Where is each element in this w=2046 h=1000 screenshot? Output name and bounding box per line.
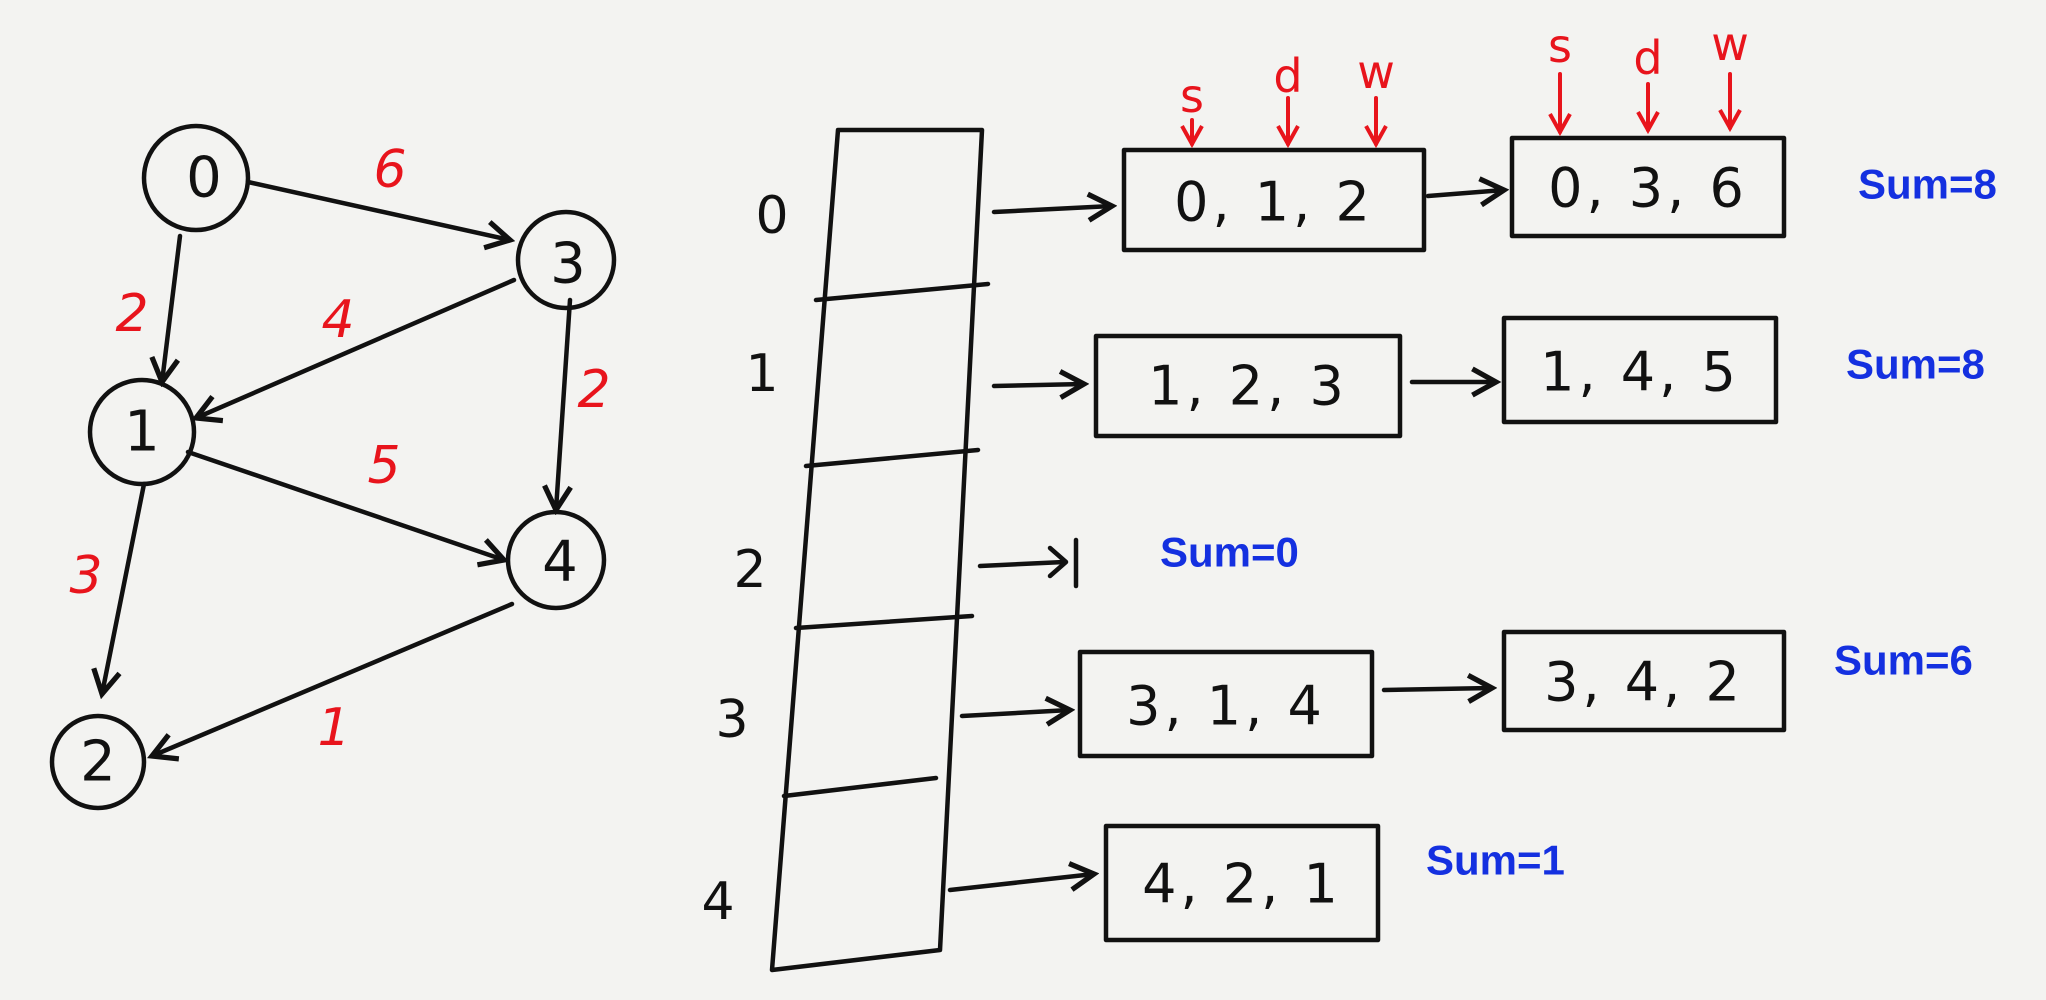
node-2-label: 2 xyxy=(80,730,116,795)
pointer-row-0 xyxy=(991,206,1112,212)
weight-1-2: 3 xyxy=(69,546,102,606)
edge-3-4 xyxy=(556,297,570,510)
col-head-d-2: d xyxy=(1633,31,1662,85)
array-index-2: 2 xyxy=(733,540,766,600)
pointer-row-3 xyxy=(959,710,1070,716)
pointer-row-2 xyxy=(977,559,1067,569)
weight-3-4: 2 xyxy=(577,360,610,420)
weight-3-1: 4 xyxy=(321,290,354,350)
graph-node-3: 3 xyxy=(515,209,617,311)
column-headers: s d w s d w xyxy=(1180,17,1749,144)
array-divider-2 xyxy=(803,447,981,469)
node-0-label: 0 xyxy=(186,146,222,211)
sum-row-0: Sum=8 xyxy=(1858,161,1997,208)
edge-0-1 xyxy=(162,233,183,382)
array-index-3: 3 xyxy=(715,690,748,750)
col-head-w-2: w xyxy=(1711,17,1749,71)
null-arrowhead xyxy=(1047,545,1069,579)
array-outline xyxy=(769,127,985,973)
list-node-3-0-text: 3, 1, 4 xyxy=(1126,675,1326,738)
list-node-0-1-text: 0, 3, 6 xyxy=(1548,157,1748,220)
edge-4-2 xyxy=(152,601,515,756)
list-node-1-0 xyxy=(1093,333,1403,439)
adjacency-array: 0 1 2 3 4 xyxy=(701,127,991,973)
weight-0-1: 2 xyxy=(115,284,148,344)
pointer-row-4 xyxy=(947,874,1094,893)
list-node-3-1 xyxy=(1501,629,1787,733)
list-node-1-1-text: 1, 4, 5 xyxy=(1540,341,1740,404)
list-node-4-0-text: 4, 2, 1 xyxy=(1142,853,1342,916)
col-head-d-1: d xyxy=(1273,49,1302,103)
graph-node-0: 0 xyxy=(141,123,251,233)
array-index-4: 4 xyxy=(701,872,734,932)
pointer-3-0-to-3-1 xyxy=(1381,688,1492,690)
edge-1-2 xyxy=(102,481,147,694)
list-node-4-0 xyxy=(1103,823,1381,943)
sum-row-4: Sum=1 xyxy=(1426,837,1565,884)
edge-3-1 xyxy=(196,277,517,418)
sum-row-1: Sum=8 xyxy=(1846,341,1985,388)
list-node-0-0 xyxy=(1121,147,1427,253)
node-4-label: 4 xyxy=(542,530,578,595)
adjacency-lists: 0, 1, 2 0, 3, 6 Sum=8 1, 2, 3 1, 4, 5 Su… xyxy=(947,135,1997,943)
sum-row-2: Sum=0 xyxy=(1160,529,1299,576)
edge-0-3 xyxy=(245,179,510,240)
graph-edges xyxy=(102,179,570,756)
col-head-s-1: s xyxy=(1180,69,1204,123)
array-divider-3 xyxy=(793,613,975,631)
weight-1-4: 5 xyxy=(367,436,400,496)
array-divider-4 xyxy=(781,775,939,799)
col-head-s-2: s xyxy=(1548,19,1572,73)
edge-1-4 xyxy=(185,449,504,560)
graph-node-4: 4 xyxy=(505,509,607,611)
sum-row-3: Sum=6 xyxy=(1834,637,1973,684)
node-1-label: 1 xyxy=(124,400,160,465)
weight-0-3: 6 xyxy=(373,140,406,200)
col-head-w-1: w xyxy=(1357,45,1395,99)
pointer-row-1 xyxy=(991,384,1084,386)
list-node-3-0 xyxy=(1077,649,1375,759)
list-node-0-0-text: 0, 1, 2 xyxy=(1174,171,1374,234)
list-node-0-1 xyxy=(1509,135,1787,239)
weight-4-2: 1 xyxy=(317,698,350,758)
list-node-3-1-text: 3, 4, 2 xyxy=(1544,651,1744,714)
array-divider-1 xyxy=(813,281,991,303)
array-index-0: 0 xyxy=(755,186,788,246)
list-node-1-0-text: 1, 2, 3 xyxy=(1148,355,1348,418)
graph-node-2: 2 xyxy=(49,713,147,811)
array-index-1: 1 xyxy=(745,344,778,404)
pointer-0-0-to-0-1 xyxy=(1425,190,1504,196)
graph-node-1: 1 xyxy=(87,377,197,487)
list-node-1-1 xyxy=(1501,315,1779,425)
node-3-label: 3 xyxy=(550,232,586,297)
graph: 0 1 2 3 4 6 2 4 2 5 3 1 xyxy=(49,123,617,811)
